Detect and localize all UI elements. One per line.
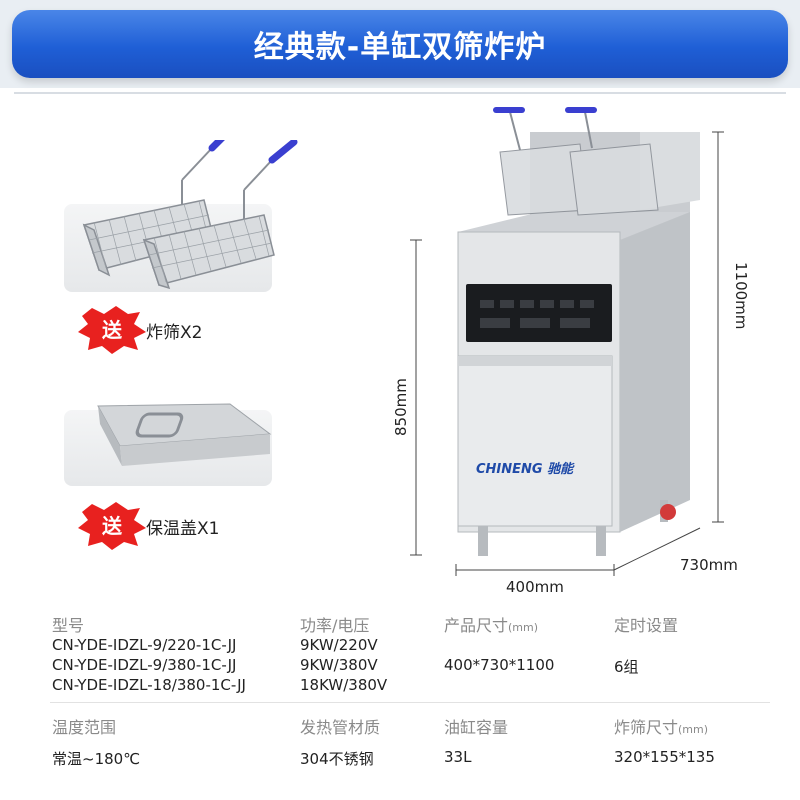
depth-label: 730mm — [680, 556, 738, 574]
gift-badge-icon: 送 — [78, 502, 146, 550]
basket-accessory-label: 炸筛X2 — [146, 323, 203, 343]
spec-temp-label: 温度范围 — [52, 718, 117, 737]
fry-basket-icon — [82, 140, 298, 290]
lid-accessory-label: 保温盖X1 — [146, 519, 220, 539]
spec-tube-label: 发热管材质 — [300, 718, 381, 737]
spec-basket-value: 320*155*135 — [614, 748, 715, 766]
gift-badge-text: 送 — [102, 514, 123, 538]
spec-size-value: 400*730*1100 — [444, 656, 555, 674]
spec-model-3: CN-YDE-IDZL-18/380-1C-JJ — [52, 676, 246, 694]
page-title: 经典款-单缸双筛炸炉 — [253, 30, 547, 65]
spec-size-label: 产品尺寸(mm) — [444, 616, 539, 635]
spec-power-1: 9KW/220V — [300, 636, 378, 654]
brand-logo: CHINENG 驰能 — [476, 462, 574, 477]
spec-tank-value: 33L — [444, 748, 472, 766]
height-body-label: 850mm — [392, 378, 410, 436]
gift-badge-icon: 送 — [78, 306, 146, 354]
header-banner: 经典款-单缸双筛炸炉 — [0, 0, 800, 88]
spec-timer-value: 6组 — [614, 658, 639, 676]
width-label: 400mm — [506, 578, 564, 596]
title-bar: 经典款-单缸双筛炸炉 — [12, 10, 788, 78]
spec-tank-label: 油缸容量 — [444, 718, 509, 737]
spec-timer-label: 定时设置 — [614, 616, 679, 635]
height-total-label: 1100mm — [732, 262, 750, 330]
spec-model-label: 型号 — [52, 616, 85, 635]
fryer-illustration — [410, 107, 724, 576]
spec-model-2: CN-YDE-IDZL-9/380-1C-JJ — [52, 656, 237, 674]
spec-power-3: 18KW/380V — [300, 676, 388, 694]
gift-badge-text: 送 — [102, 318, 123, 342]
spec-temp-value: 常温~180℃ — [52, 750, 141, 768]
header-divider — [14, 92, 786, 94]
spec-tube-value: 304不锈钢 — [300, 750, 374, 768]
spec-power-2: 9KW/380V — [300, 656, 378, 674]
spec-power-label: 功率/电压 — [300, 616, 370, 635]
lid-icon — [97, 403, 272, 466]
spec-model-1: CN-YDE-IDZL-9/220-1C-JJ — [52, 636, 237, 654]
spec-divider — [50, 702, 770, 703]
spec-basket-label: 炸筛尺寸(mm) — [614, 718, 709, 737]
